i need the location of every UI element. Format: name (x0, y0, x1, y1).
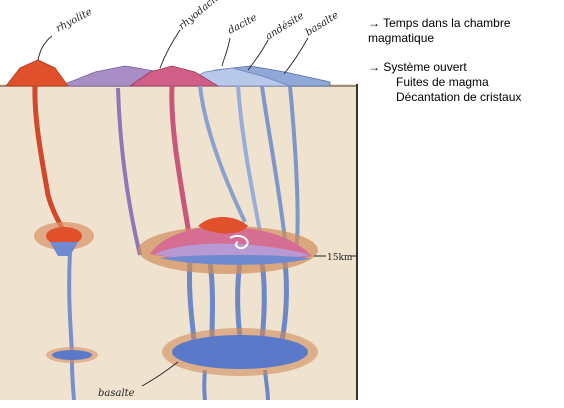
chamber-connector-4 (259, 261, 267, 341)
andesite-conduit-1 (198, 85, 247, 223)
deep-feeder-left (67, 251, 74, 353)
main-chamber-basalte-floor (160, 255, 310, 265)
rhyolite-chamber (46, 227, 82, 245)
leader-rhyolite (37, 35, 53, 61)
leader-dacite (221, 37, 231, 67)
note-line-open-system: → Système ouvert (368, 60, 467, 74)
deep-feeder-center (202, 369, 207, 400)
main-chamber-swirl (229, 234, 249, 250)
note-line-leaks: Fuites de magma (396, 75, 489, 89)
note-line-settling: Décantation de cristaux (396, 90, 522, 104)
andesite-conduit-2 (236, 85, 264, 243)
leader-rhyodacite (159, 29, 181, 69)
dacite-conduit (116, 87, 142, 256)
rhyolite-volcano (5, 59, 69, 87)
note-gap (368, 46, 560, 60)
basalte-conduit-1 (260, 85, 287, 241)
rhyodacite-conduit-1 (169, 85, 193, 241)
label-basalte-bottom: basalte (98, 388, 135, 399)
deep-feeder-bottom-left (70, 359, 76, 400)
notes-panel: → Temps dans la chambre magmatique → Sys… (368, 16, 560, 105)
rhyolite-chamber-tail (50, 242, 78, 256)
rhyodacite-volcano (128, 65, 220, 87)
leader-basalte-top (283, 37, 309, 75)
note-line-magmatique: magmatique (368, 31, 435, 45)
rhyolite-conduit (32, 85, 65, 230)
small-basalte-pod (52, 350, 92, 360)
leader-basalte-bottom (141, 361, 179, 387)
magma-chamber-diagram: rhyolite rhyodacite dacite andésite basa… (0, 0, 358, 400)
basalte-chamber (172, 335, 308, 369)
main-chamber-rhyolite-cap (198, 217, 248, 234)
label-depth: 15km (327, 253, 353, 263)
note-line-time: → Temps dans la chambre (368, 16, 511, 30)
leader-andesite (247, 39, 269, 71)
